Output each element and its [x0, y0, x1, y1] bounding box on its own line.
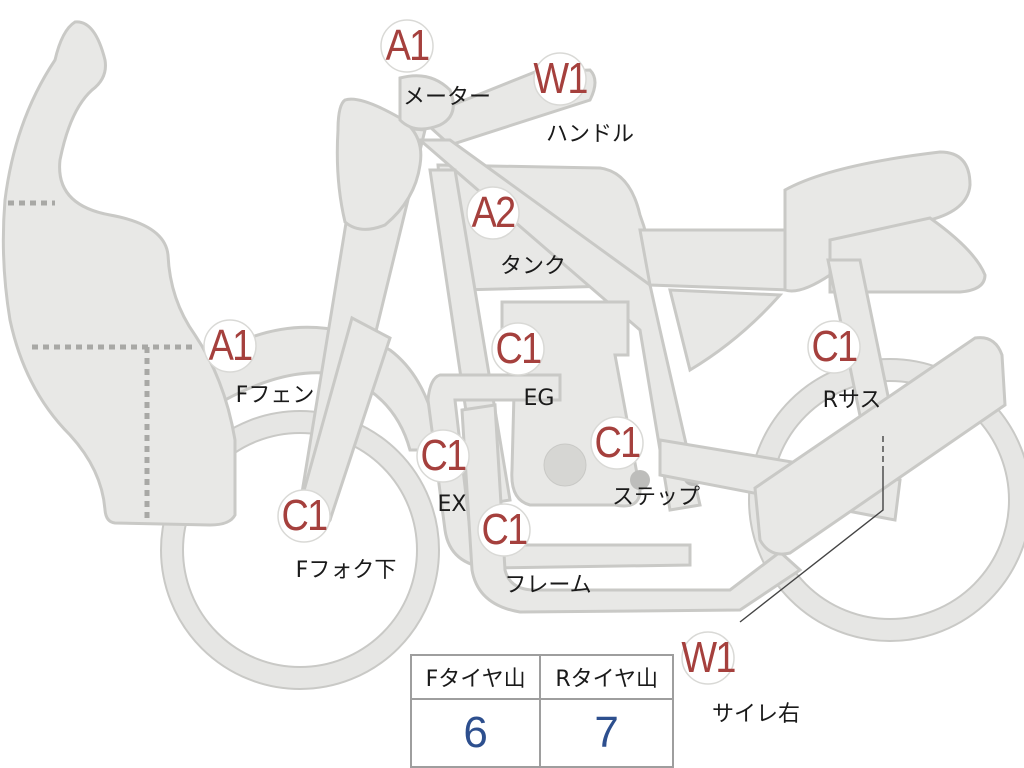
fairing-shape	[1, 20, 237, 527]
front-fender-label: Fフェン	[235, 383, 315, 408]
front-tire-value: 6	[409, 698, 542, 768]
front-fork-label: Fフォク下	[295, 558, 397, 583]
frame-damage-code: C1	[481, 505, 529, 554]
handlebar-label: ハンドル	[545, 122, 635, 147]
rear-suspension-label: Rサス	[822, 388, 882, 413]
tank-damage-code: A2	[471, 188, 517, 237]
meter-damage-code: A1	[385, 21, 431, 70]
tire-table-header-row: Fタイヤ山 Rタイヤ山	[409, 654, 674, 700]
rear-suspension-damage-code: C1	[811, 322, 859, 371]
rear-tire-header: Rタイヤ山	[539, 654, 674, 700]
side-cover-shape	[668, 288, 784, 373]
silencer-leader-line	[739, 472, 884, 623]
meter-label: メーター	[402, 85, 492, 110]
seat-shape	[638, 228, 792, 292]
front-tire-header: Fタイヤ山	[409, 654, 542, 700]
exhaust-label: EX	[437, 492, 467, 517]
muffler-shape	[753, 336, 1007, 556]
meter-shape	[398, 74, 455, 131]
front-fender-damage-code: A1	[208, 321, 254, 370]
marker-circles	[203, 19, 861, 685]
tank-label: タンク	[499, 254, 567, 279]
step-damage-code: C1	[594, 418, 642, 467]
front-fork-damage-code: C1	[281, 491, 329, 540]
handlebar-damage-code: W1	[533, 54, 588, 103]
step-label: ステップ	[611, 485, 701, 510]
silencer-damage-code: W1	[681, 633, 736, 682]
tire-tread-table: Fタイヤ山 Rタイヤ山 6 7	[409, 654, 674, 768]
silencer-label: サイレ右	[711, 702, 801, 727]
tire-table-value-row: 6 7	[409, 698, 674, 768]
rear-tire-value: 7	[539, 698, 674, 768]
front-wheel	[160, 410, 440, 690]
exhaust-damage-code: C1	[420, 431, 468, 480]
engine-label: EG	[523, 386, 555, 411]
frame-label: フレーム	[504, 573, 592, 598]
exhaust-pipe-lower	[460, 403, 803, 614]
engine-damage-code: C1	[495, 324, 543, 373]
